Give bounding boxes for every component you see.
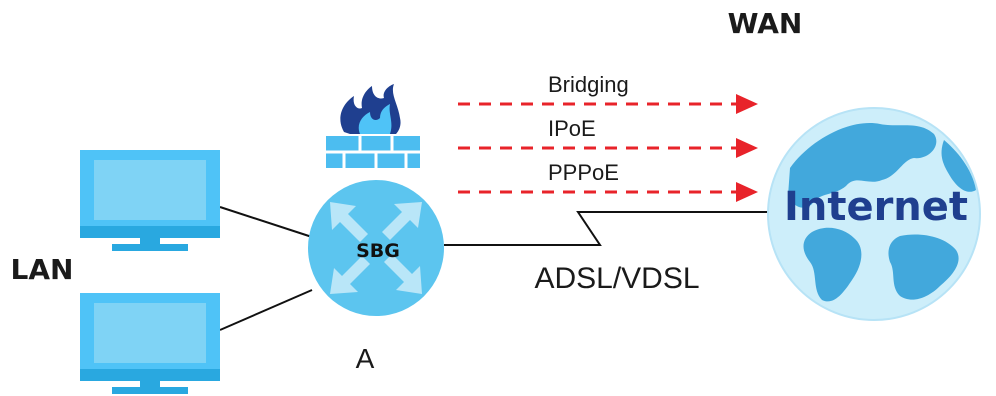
globe-icon (767, 107, 981, 321)
lan-cable-bottom (219, 289, 313, 331)
dsl-line (444, 211, 780, 246)
arrowhead-icon (736, 182, 758, 202)
router-icon (308, 180, 444, 316)
firewall-icon (326, 84, 420, 168)
connection-type-label: IPoE (548, 116, 596, 141)
arrowhead-icon (736, 138, 758, 158)
wan-label: WAN (728, 7, 803, 40)
lan-label: LAN (11, 253, 74, 286)
lan-cable-top (219, 206, 313, 238)
dsl-link-label: ADSL/VDSL (534, 262, 699, 295)
internet-label: Internet (784, 184, 968, 230)
computer-icon (80, 150, 220, 251)
connection-type-label: PPPoE (548, 160, 619, 185)
connection-type-label: Bridging (548, 72, 629, 97)
computer-icon (80, 293, 220, 394)
router-caption: A (356, 343, 375, 374)
router-label: SBG (356, 240, 400, 262)
arrowhead-icon (736, 94, 758, 114)
